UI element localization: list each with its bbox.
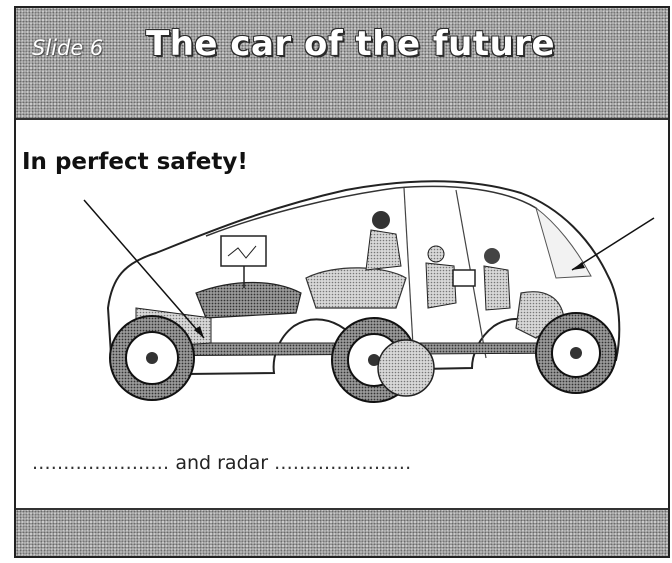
passenger-body	[426, 263, 456, 308]
driver-body	[366, 230, 401, 270]
rear-passenger-head	[484, 248, 500, 264]
blank-after: ......................	[274, 452, 411, 474]
connector-text: and radar	[175, 452, 268, 474]
front-seat	[306, 268, 406, 308]
passenger-head	[428, 246, 444, 262]
dashboard	[196, 282, 301, 318]
slide: Slide 6 The car of the future In perfect…	[14, 6, 670, 558]
fill-in-sentence: ...................... and radar .......…	[32, 452, 411, 474]
car-illustration	[16, 8, 668, 448]
laptop	[453, 270, 475, 286]
back-wheel-far	[378, 340, 434, 396]
rear-wheel	[536, 313, 616, 393]
radar-display	[221, 236, 266, 266]
slide-footer	[16, 510, 668, 556]
front-wheel	[110, 316, 194, 400]
blank-before: ......................	[32, 452, 169, 474]
driver-head	[372, 211, 390, 229]
rear-passenger-body	[484, 266, 510, 310]
